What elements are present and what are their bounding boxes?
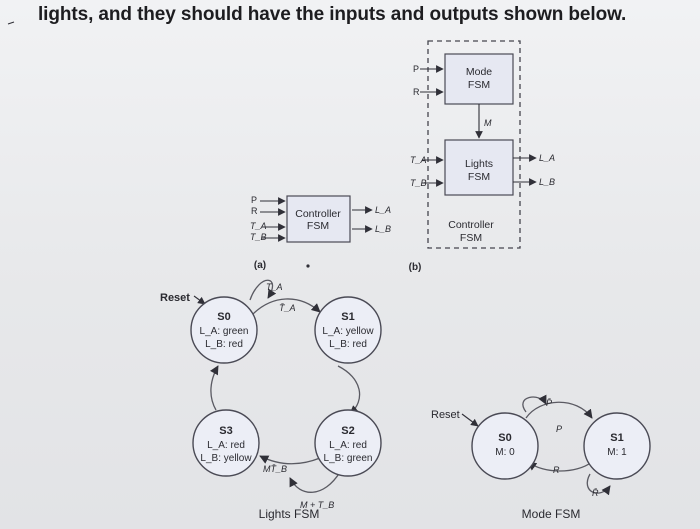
mode-fsm-box-line2: FSM [468,79,490,91]
mode-cond-p: P [556,424,562,434]
mode-reset-label: Reset [431,409,460,421]
mode-s0-to-s1-arrow [525,401,593,419]
edge-mark [7,21,15,25]
lights-fsm-box [444,139,514,196]
lights-state-s1 [314,296,382,364]
mode-s0-self-loop [522,394,547,413]
lights-s1-name: S1 [341,311,354,323]
fig-a-box-line1: Controller [295,208,341,220]
lights-fsm-title: Lights FSM [259,507,320,521]
fig-b-dashed-outline [427,40,521,249]
mode-s1-to-s0-arrow [527,461,593,472]
lights-state-s0 [190,296,258,364]
fig-a-box-line2: FSM [307,220,329,232]
mode-fsm-box-line1: Mode [466,66,492,78]
mode-fsm-diagram: Reset P̄ P R R̄ S0 M: 0 S1 M: 1 Mode FSM [431,394,651,521]
fig-a-input-ta: T_A [250,221,267,231]
mode-s0-name: S0 [498,432,511,444]
s2-to-s3-condition: MT̄_B [263,464,287,474]
fig-b-input-r: R [413,87,420,97]
page-heading: lights, and they should have the inputs … [38,4,627,25]
mode-s1-name: S1 [610,432,623,444]
s3-to-s0-arrow [209,365,219,411]
lights-reset-label: Reset [160,292,190,304]
fig-b-controller-line1: Controller [448,219,494,231]
lights-s0-la: L_A: green [200,326,249,337]
lights-fsm-box-line1: Lights [465,158,493,170]
mode-state-s1 [583,412,651,480]
lights-s1-lb: L_B: red [329,339,367,350]
mode-reset-arrow [461,413,479,427]
fig-a-caption: (a) [254,260,266,271]
lights-s0-name: S0 [217,311,230,323]
s0-self-condition: T_A [266,282,283,292]
s2-self-loop [289,471,341,493]
mode-cond-pbar: P̄ [546,398,552,408]
stray-dot [306,264,310,268]
fig-b-block-diagram: P R Mode FSM M T_A T_B Lights FSM L_A L_… [409,40,555,273]
fig-a-controller-box [286,195,351,243]
s0-to-s1-condition: T̄_A [279,303,296,313]
mode-s0-out: M: 0 [495,447,515,458]
m-signal-label: M [484,118,492,128]
fig-a-output-la: L_A [375,205,391,215]
lights-state-s3 [192,409,260,477]
s1-to-s2-arrow [337,365,361,415]
s2-to-s3-arrow [259,455,321,465]
lights-s2-name: S2 [341,425,354,437]
fig-a-input-r: R [251,206,258,216]
lights-reset-arrow [193,295,206,305]
fig-a-output-lb: L_B [375,224,391,234]
mode-fsm-box [444,53,514,105]
fig-b-input-ta: T_A [410,155,427,165]
lights-s2-lb: L_B: green [324,453,373,464]
fig-b-controller-line2: FSM [460,232,482,244]
s0-self-loop [249,279,277,301]
mode-state-s0 [471,412,539,480]
fig-b-input-tb: T_B [410,178,427,188]
lights-fsm-diagram: Reset T_A T̄_A M + T_B MT̄_B S0 L_A: gre… [160,279,382,521]
s0-to-s1-arrow [250,298,321,317]
lights-s3-name: S3 [219,425,232,437]
fig-a-input-tb: T_B [250,232,267,242]
mode-cond-rbar: R̄ [592,488,599,498]
lights-s0-lb: L_B: red [205,339,243,350]
mode-fsm-title: Mode FSM [522,507,581,521]
mode-cond-r: R [553,465,560,475]
fig-a-block-diagram: P R T_A T_B Controller FSM L_A L_B (a) [250,195,391,271]
fig-a-input-p: P [251,195,257,205]
fig-b-output-la: L_A [539,153,555,163]
lights-s3-la: L_A: red [207,440,245,451]
lights-s2-la: L_A: red [329,440,367,451]
lights-s3-lb: L_B: yellow [200,453,252,464]
s2-self-condition: M + T_B [300,500,334,510]
lights-state-s2 [314,409,382,477]
mode-s1-out: M: 1 [607,447,627,458]
fig-b-caption: (b) [409,262,422,273]
lights-fsm-box-line2: FSM [468,171,490,183]
fig-b-input-p: P [413,64,419,74]
lights-s1-la: L_A: yellow [322,326,374,337]
fig-b-output-lb: L_B [539,177,555,187]
mode-s1-self-loop [586,473,611,496]
